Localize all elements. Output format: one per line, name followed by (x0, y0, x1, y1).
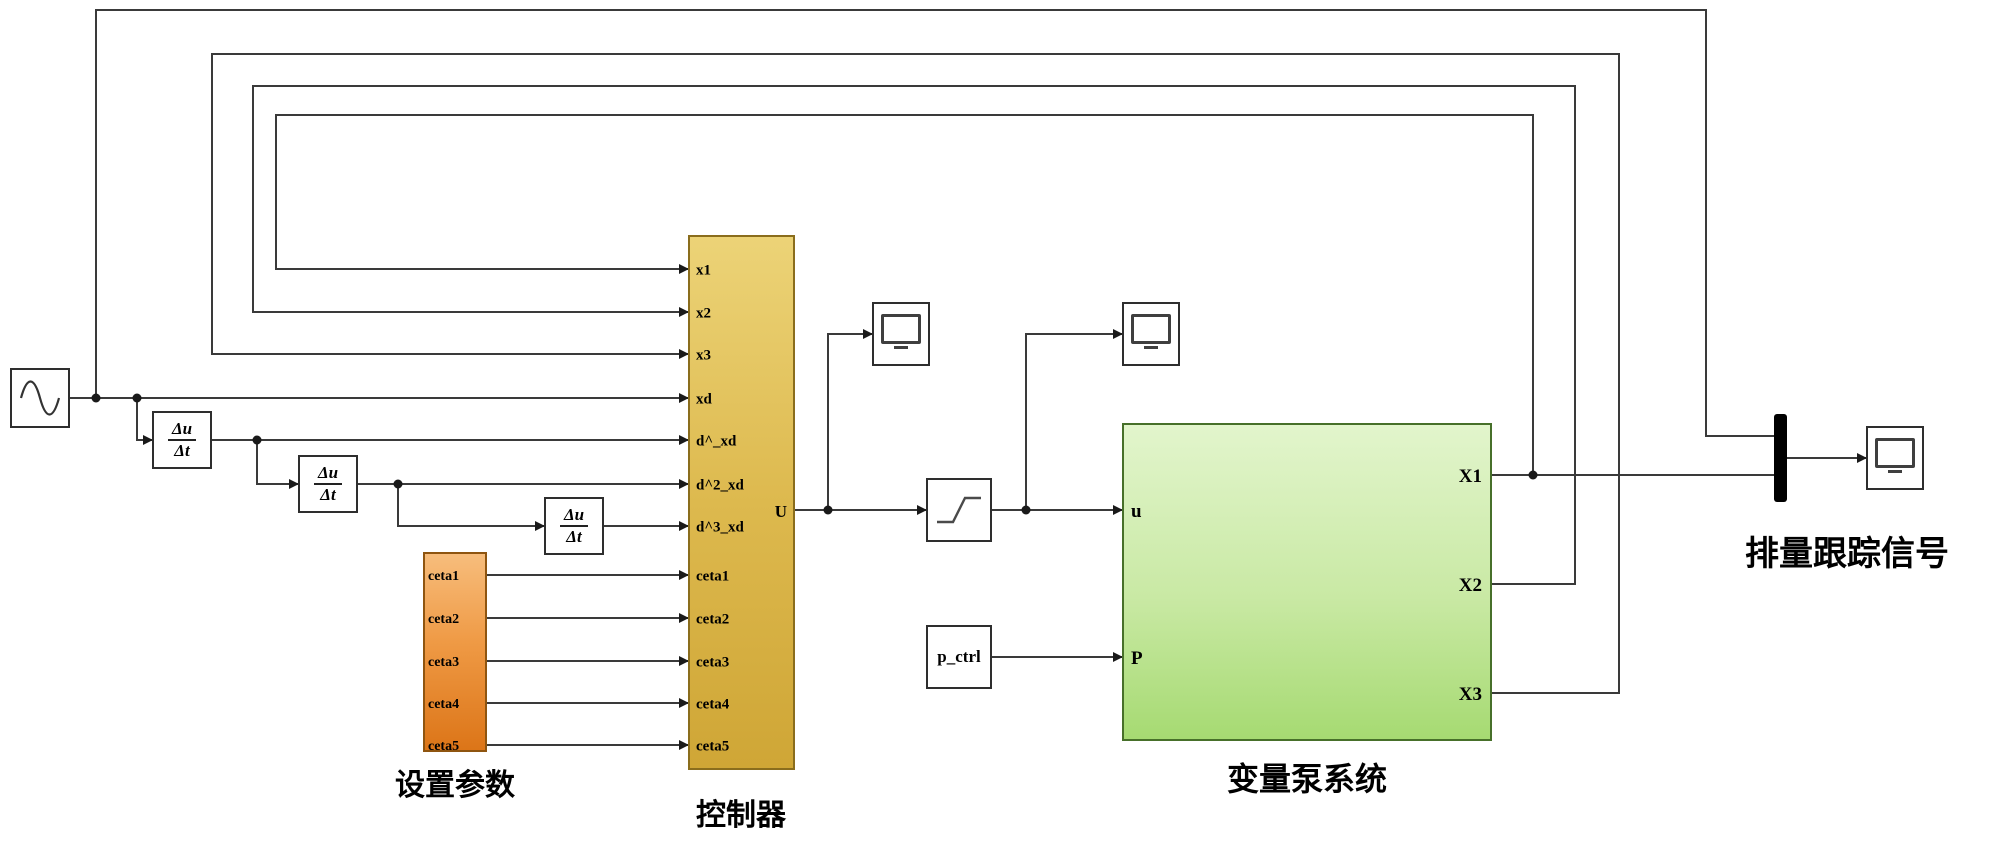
derivative-fraction: Δu Δt (167, 420, 197, 460)
wire-u-to-scope1[interactable] (827, 329, 873, 510)
plant-port-X3: X3 (1458, 684, 1482, 705)
parameters-block[interactable]: ceta1 ceta2 ceta3 ceta4 ceta5 (423, 552, 487, 754)
branch-dot (91, 393, 101, 403)
controller-caption: 控制器 (696, 799, 786, 832)
plant-block[interactable]: u P X1 X2 X3 (1122, 423, 1492, 741)
derivative-numerator: Δu (559, 506, 589, 527)
derivative-numerator: Δu (313, 464, 343, 485)
derivative-numerator: Δu (167, 420, 197, 441)
params-port-ceta5: ceta5 (428, 739, 460, 754)
controller-block[interactable]: x1 x2 x3 xd d^_xd d^2_xd d^3_xd ceta1 ce… (688, 235, 795, 770)
derivative-fraction: Δu Δt (559, 506, 589, 546)
wire-x2-feedback[interactable] (252, 85, 1576, 585)
branch-dot (393, 479, 403, 489)
plant-port-X1: X1 (1458, 466, 1482, 487)
derivative3-block[interactable]: Δu Δt (544, 497, 604, 555)
branch-dot (1021, 505, 1031, 515)
branch-dot (132, 393, 142, 403)
sine-wave-block[interactable] (10, 368, 70, 428)
controller-port-U: U (774, 502, 787, 521)
params-port-ceta2: ceta2 (428, 612, 460, 627)
controller-port-ceta4: ceta4 (696, 696, 730, 713)
wire-ref-to-mux[interactable] (95, 9, 1774, 437)
branch-dot (823, 505, 833, 515)
tracking-signal-label: 排量跟踪信号 (1745, 536, 1949, 573)
parameters-caption: 设置参数 (395, 769, 515, 802)
tracking-scope-block[interactable] (1866, 426, 1924, 490)
scope-base-icon (1144, 346, 1158, 349)
controller-port-x1: x1 (696, 262, 711, 279)
derivative-denominator: Δt (174, 441, 190, 460)
controller-port-d2xd: d^2_xd (696, 477, 744, 494)
wire-sat-to-scope2[interactable] (1025, 329, 1123, 510)
derivative-denominator: Δt (320, 485, 336, 504)
p-ctrl-block[interactable]: p_ctrl (926, 625, 992, 689)
controller-port-d1xd: d^_xd (696, 433, 737, 450)
scope-screen-icon (881, 314, 921, 344)
saturation-icon (937, 496, 981, 524)
scope2-block[interactable] (1122, 302, 1180, 366)
mux-block[interactable] (1774, 414, 1787, 502)
scope-screen-icon (1875, 438, 1915, 468)
controller-port-ceta1: ceta1 (696, 568, 730, 585)
derivative-fraction: Δu Δt (313, 464, 343, 504)
branch-dot (252, 435, 262, 445)
derivative-denominator: Δt (566, 527, 582, 546)
sine-icon (19, 380, 61, 416)
wire-to-derivative2[interactable] (256, 440, 299, 489)
derivative2-block[interactable]: Δu Δt (298, 455, 358, 513)
controller-port-x2: x2 (696, 305, 711, 322)
params-port-ceta4: ceta4 (428, 697, 460, 712)
derivative1-block[interactable]: Δu Δt (152, 411, 212, 469)
controller-port-ceta5: ceta5 (696, 738, 730, 755)
params-port-ceta3: ceta3 (428, 655, 460, 670)
scope-screen-icon (1131, 314, 1171, 344)
scope1-block[interactable] (872, 302, 930, 366)
branch-dot (1528, 470, 1538, 480)
plant-caption: 变量泵系统 (1226, 761, 1388, 797)
controller-port-x3: x3 (696, 347, 711, 364)
wire-to-derivative3[interactable] (397, 484, 545, 531)
scope-base-icon (894, 346, 908, 349)
plant-port-X2: X2 (1458, 575, 1482, 596)
wire-x1-feedback[interactable] (275, 114, 1534, 475)
controller-port-ceta3: ceta3 (696, 654, 730, 671)
controller-port-ceta2: ceta2 (696, 611, 730, 628)
p-ctrl-label: p_ctrl (937, 647, 981, 666)
scope-base-icon (1888, 470, 1902, 473)
controller-port-xd: xd (696, 391, 712, 408)
params-port-ceta1: ceta1 (428, 569, 460, 584)
wire-to-derivative1[interactable] (136, 398, 153, 445)
plant-port-P: P (1131, 648, 1143, 669)
wire-x3-feedback[interactable] (211, 53, 1620, 694)
plant-port-u: u (1131, 501, 1142, 522)
controller-port-d3xd: d^3_xd (696, 519, 744, 536)
saturation-block[interactable] (926, 478, 992, 542)
